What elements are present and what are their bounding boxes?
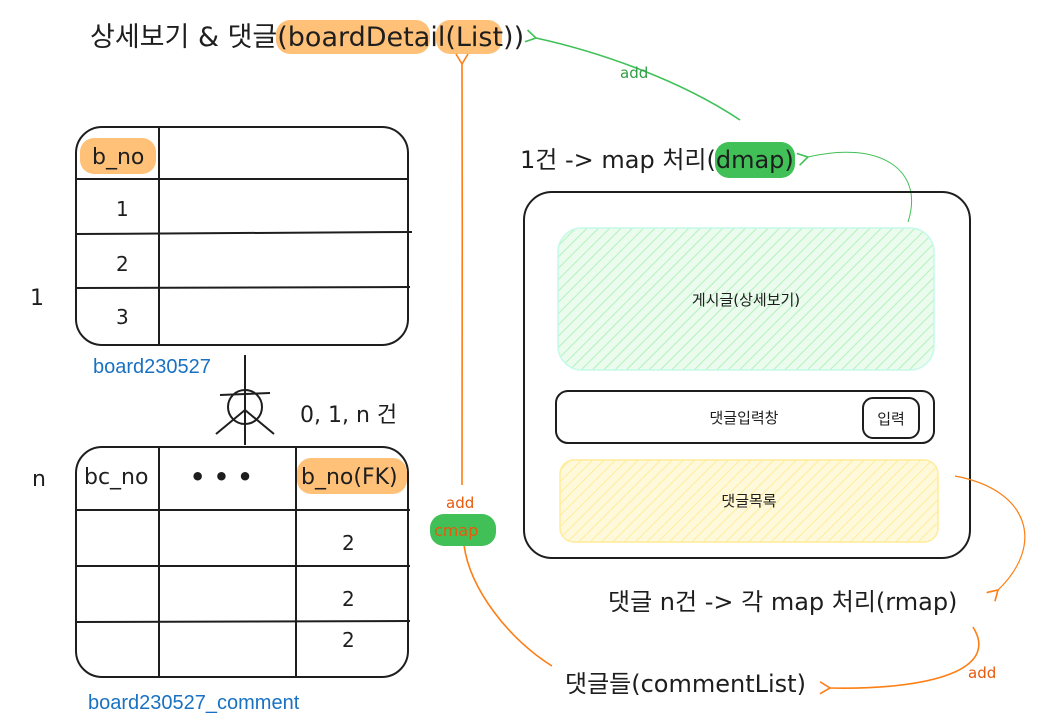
add-label-orange-bottom: add — [968, 664, 996, 682]
green-arrow-to-dmap — [796, 151, 913, 223]
screen-frame — [523, 191, 971, 559]
comment-row-3-fk: 2 — [342, 628, 355, 652]
svg-text:1건 -> map 처리(dmap): 1건 -> map 처리(dmap) — [520, 146, 794, 174]
comment-header-b-no-fk: b_no(FK) — [301, 465, 398, 490]
add-label-green: add — [620, 64, 648, 82]
title-suffix: )) — [503, 22, 524, 53]
input-button[interactable] — [862, 397, 920, 439]
comment-list-result-label: 댓글들(commentList) — [565, 670, 806, 698]
dmap-label-prefix: 1건 -> map 처리( — [520, 146, 716, 174]
dmap-label-highlight: dmap — [716, 146, 785, 174]
detail-box — [557, 227, 935, 371]
rmap-label: 댓글 n건 -> 각 map 처리(rmap) — [608, 588, 957, 616]
title-highlight-a — [276, 20, 430, 54]
comment-fk-highlight — [297, 458, 407, 494]
board-table-name: board230527 — [93, 356, 211, 378]
comment-header-bc-no: bc_no — [84, 465, 148, 490]
svg-text:상세보기 & 댓글(boardDetail(List)): 상세보기 & 댓글(boardDetail(List)) — [90, 22, 524, 53]
crows-foot-symbol — [215, 355, 275, 445]
board-header-highlight — [80, 138, 156, 174]
board-table — [75, 126, 413, 346]
cmap-label: cmap — [434, 521, 478, 540]
comment-input-box — [555, 390, 935, 444]
title-highlight-a-text: boardDeta — [288, 22, 431, 53]
input-button-label: 입력 — [877, 410, 905, 428]
orange-arrow-to-comment-list — [819, 626, 980, 695]
add-label-orange-left: add — [446, 494, 474, 512]
comment-row-1-fk: 2 — [342, 531, 355, 555]
orange-arrow-to-rmap — [954, 475, 1026, 602]
orange-curve-to-cmap — [463, 544, 553, 667]
comment-list-box — [559, 459, 939, 543]
comment-table — [75, 446, 411, 678]
green-arrow-to-title — [524, 29, 741, 121]
comment-list-label: 댓글목록 — [721, 492, 776, 510]
cmap-highlight — [430, 514, 496, 546]
comment-table-name: board230527_comment — [88, 692, 300, 714]
comment-header-ellipsis: • • • — [190, 463, 253, 491]
comment-row-2-fk: 2 — [342, 587, 355, 611]
dmap-label-suffix: ) — [784, 146, 793, 174]
cardinality-label: 0, 1, n 건 — [300, 403, 397, 428]
title-highlight-b — [436, 20, 502, 54]
title-highlight-b-text: il(List — [430, 22, 503, 53]
board-row-2: 2 — [116, 252, 129, 276]
comment-input-label: 댓글입력창 — [709, 409, 778, 427]
board-header-b-no: b_no — [92, 145, 144, 170]
relation-many-label: n — [32, 467, 46, 492]
dmap-highlight — [715, 142, 795, 178]
board-row-1: 1 — [116, 197, 129, 221]
relation-one-label: 1 — [30, 286, 44, 311]
title-prefix: 상세보기 & 댓글( — [90, 22, 288, 53]
title-group: 상세보기 & 댓글(boardDetail(List)) — [90, 20, 524, 54]
board-row-3: 3 — [116, 305, 129, 329]
detail-box-label: 게시글(상세보기) — [692, 291, 800, 309]
